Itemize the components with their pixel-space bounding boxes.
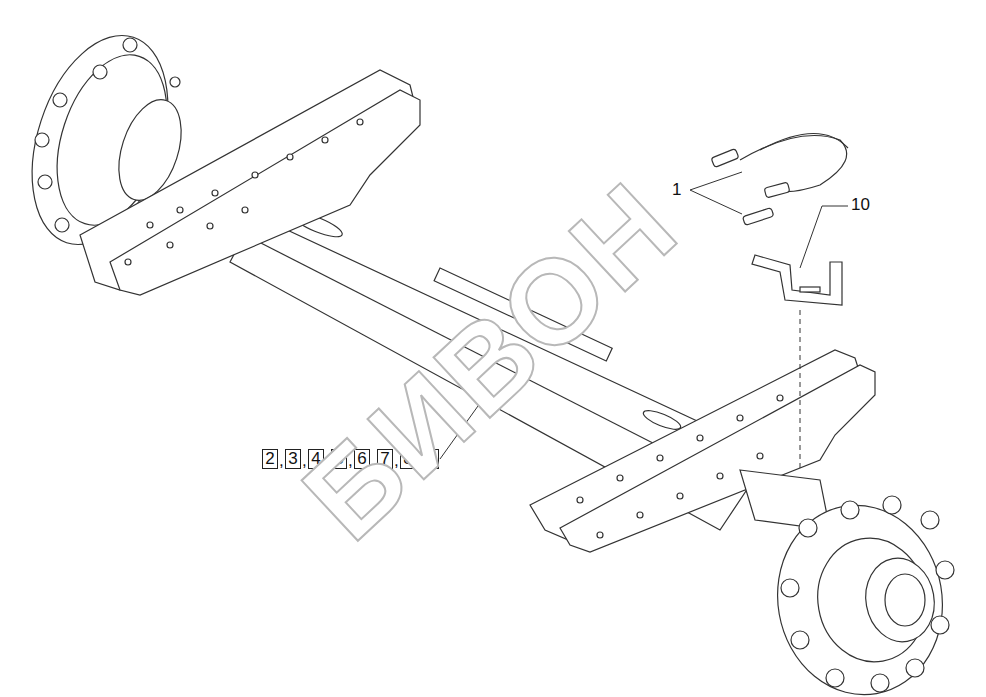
callout-number: 1 — [672, 181, 681, 199]
callout-number: 2 — [263, 450, 277, 468]
callout-box: 2 — [262, 449, 278, 469]
callout-number: 10 — [851, 196, 870, 214]
